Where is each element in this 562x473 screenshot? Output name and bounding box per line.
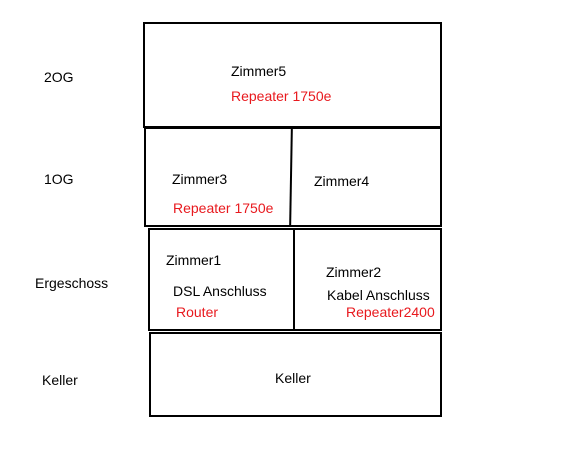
floor-box-2og [143,22,442,128]
device-label-zimmer5: Repeater 1750e [231,88,332,104]
connection-label-zimmer1: DSL Anschluss [173,283,267,299]
floor-label-keller: Keller [42,372,78,388]
room-name-zimmer2: Zimmer2 [326,264,382,280]
room-name-keller: Keller [275,370,311,386]
floor-box-ergeschoss [148,228,442,331]
room-divider-ergeschoss [293,229,295,330]
connection-label-zimmer2: Kabel Anschluss [327,287,430,303]
floor-label-2og: 2OG [44,69,74,85]
room-name-zimmer1: Zimmer1 [166,252,222,268]
floor-label-1og: 1OG [44,171,74,187]
floor-box-1og [144,127,442,227]
device-label-zimmer2: Repeater2400 [346,304,435,320]
floor-box-keller [149,332,442,417]
room-name-zimmer3: Zimmer3 [172,171,228,187]
room-name-zimmer4: Zimmer4 [314,173,370,189]
room-name-zimmer5: Zimmer5 [231,63,287,79]
device-label-zimmer3: Repeater 1750e [173,200,274,216]
floor-label-ergeschoss: Ergeschoss [35,275,109,291]
device-label-zimmer1: Router [176,304,219,320]
